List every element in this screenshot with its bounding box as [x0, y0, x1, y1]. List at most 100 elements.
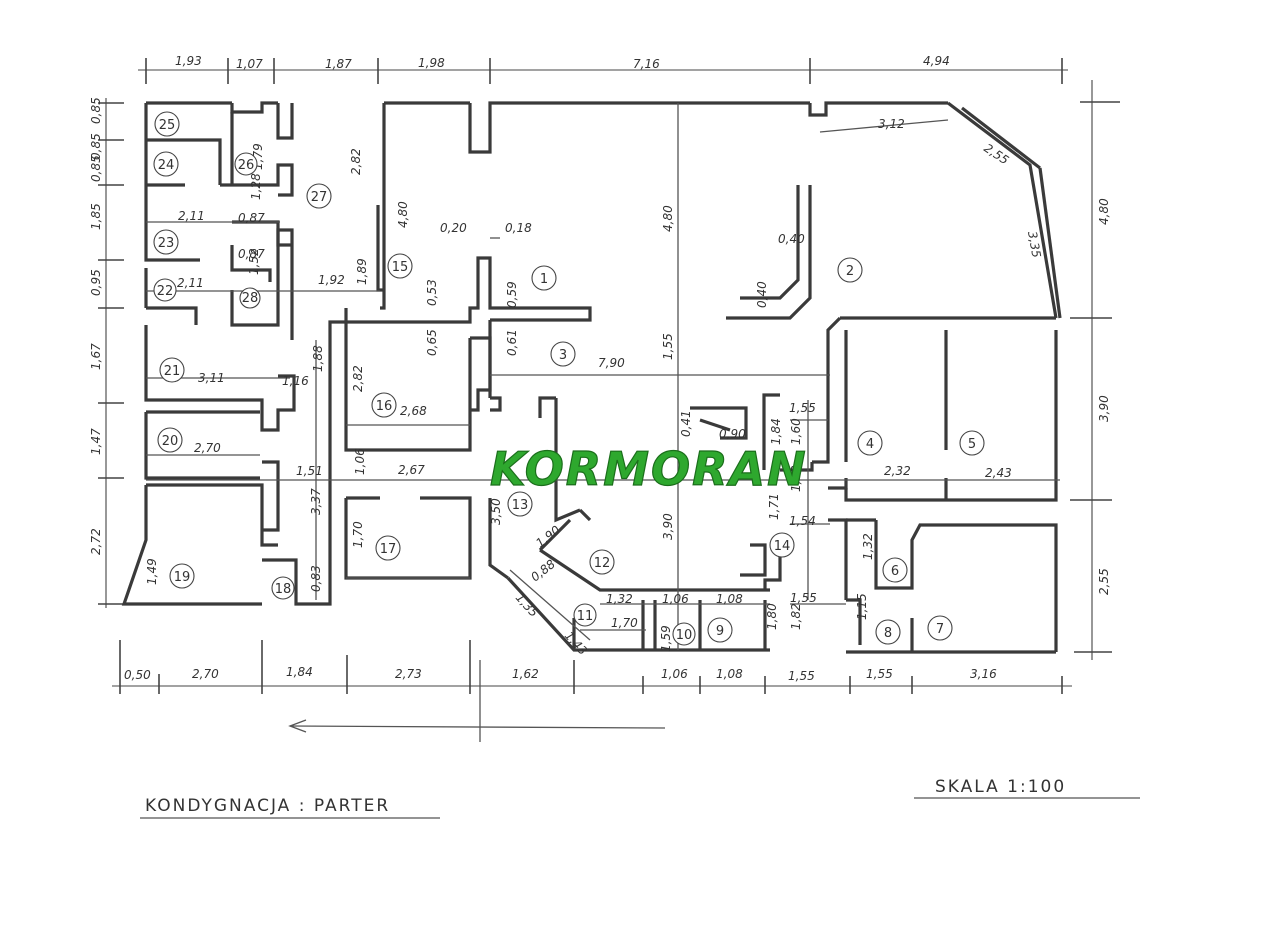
dim-right-3: 2,55 — [1097, 568, 1111, 595]
dim-top-1: 1,93 — [175, 54, 202, 68]
dim-bottom-7: 1,08 — [716, 667, 743, 681]
svg-text:1,80: 1,80 — [765, 603, 779, 630]
dim-top-4: 1,98 — [418, 56, 445, 70]
svg-text:4: 4 — [866, 437, 874, 452]
svg-text:1,32: 1,32 — [861, 533, 875, 560]
room-16: 16 — [371, 392, 397, 418]
dim-bottom-10: 3,16 — [970, 667, 997, 681]
svg-text:0,87: 0,87 — [238, 247, 265, 261]
svg-text:28: 28 — [242, 291, 259, 306]
dim-left-4: 1,85 — [89, 203, 103, 230]
svg-text:2,82: 2,82 — [349, 148, 363, 175]
svg-text:1,59: 1,59 — [659, 625, 673, 652]
svg-text:24: 24 — [158, 158, 175, 173]
svg-text:1,55: 1,55 — [789, 401, 816, 415]
dim-left-6: 1,67 — [89, 343, 103, 370]
svg-text:21: 21 — [164, 364, 181, 379]
svg-text:2,67: 2,67 — [398, 463, 425, 477]
svg-text:5: 5 — [968, 437, 976, 452]
svg-text:1,55: 1,55 — [790, 591, 817, 605]
svg-text:26: 26 — [238, 158, 255, 173]
room-13: 13 — [507, 491, 533, 517]
svg-text:1,35: 1,35 — [513, 591, 541, 620]
svg-text:15: 15 — [392, 260, 409, 275]
svg-text:18: 18 — [275, 582, 292, 597]
dim-bottom-4: 2,73 — [395, 667, 422, 681]
room-5: 5 — [959, 430, 985, 456]
svg-text:1: 1 — [540, 272, 548, 287]
svg-text:1,70: 1,70 — [351, 521, 365, 548]
svg-text:1,49: 1,49 — [145, 558, 159, 585]
svg-text:7: 7 — [936, 622, 944, 637]
room-10: 10 — [672, 622, 696, 646]
room-20: 20 — [157, 427, 183, 453]
bottom-dimension-line — [112, 640, 1072, 742]
svg-text:1,06: 1,06 — [353, 448, 367, 475]
svg-text:8: 8 — [884, 626, 892, 641]
svg-text:2,70: 2,70 — [194, 441, 221, 455]
svg-text:3,37: 3,37 — [309, 488, 323, 515]
room-26: 26 — [234, 152, 258, 176]
watermark-kormoran: KORMORAN — [490, 442, 808, 496]
svg-text:2,82: 2,82 — [351, 365, 365, 392]
svg-text:0,83: 0,83 — [309, 565, 323, 592]
scale-label: SKALA 1:100 — [935, 777, 1066, 797]
room-1: 1 — [531, 265, 557, 291]
svg-text:16: 16 — [376, 399, 393, 414]
svg-text:13: 13 — [512, 498, 529, 513]
dim-bottom-3: 1,84 — [286, 665, 313, 679]
svg-text:14: 14 — [774, 539, 791, 554]
svg-text:1,60: 1,60 — [789, 418, 803, 445]
room-25: 25 — [154, 111, 180, 137]
room-7: 7 — [927, 615, 953, 641]
dim-right-2: 3,90 — [1097, 395, 1111, 422]
dim-top-5: 7,16 — [633, 57, 660, 71]
svg-text:4,80: 4,80 — [396, 201, 410, 228]
svg-text:0,18: 0,18 — [505, 221, 532, 235]
svg-text:1,55: 1,55 — [661, 333, 675, 360]
room-15: 15 — [387, 253, 413, 279]
svg-text:9: 9 — [716, 624, 724, 639]
svg-text:0,40: 0,40 — [755, 281, 769, 308]
svg-text:0,20: 0,20 — [440, 221, 467, 235]
svg-text:19: 19 — [174, 570, 191, 585]
dim-bottom-9: 1,55 — [866, 667, 893, 681]
svg-text:2,11: 2,11 — [178, 209, 205, 223]
svg-text:1,15: 1,15 — [855, 593, 869, 620]
svg-text:2,68: 2,68 — [400, 404, 427, 418]
dim-top-6: 4,94 — [923, 54, 950, 68]
svg-text:1,73: 1,73 — [789, 465, 803, 492]
room-28: 28 — [239, 287, 261, 309]
direction-arrow — [288, 719, 666, 733]
svg-text:1,92: 1,92 — [318, 273, 345, 287]
svg-text:25: 25 — [159, 118, 176, 133]
room-24: 24 — [153, 151, 179, 177]
svg-text:20: 20 — [162, 434, 179, 449]
dim-bottom-8: 1,55 — [788, 669, 815, 683]
room-3: 3 — [550, 341, 576, 367]
room-numbers: 1 2 3 4 5 6 7 8 9 10 11 12 13 14 15 16 1… — [153, 111, 985, 646]
room-21: 21 — [159, 357, 185, 383]
svg-text:1,52: 1,52 — [247, 248, 261, 275]
top-dimension-line — [138, 58, 1068, 84]
dim-bottom-6: 1,06 — [661, 667, 688, 681]
svg-text:2,11: 2,11 — [177, 276, 204, 290]
svg-text:1,08: 1,08 — [716, 592, 743, 606]
svg-text:1,88: 1,88 — [311, 345, 325, 372]
dim-top-3: 1,87 — [325, 57, 352, 71]
svg-text:6: 6 — [891, 564, 899, 579]
svg-text:1,28: 1,28 — [249, 173, 263, 200]
svg-text:0,90: 0,90 — [719, 427, 746, 441]
room-12: 12 — [589, 549, 615, 575]
dim-left-5: 0,95 — [89, 269, 103, 296]
right-dimension-line — [1070, 80, 1120, 660]
dim-bottom-5: 1,62 — [512, 667, 539, 681]
dim-right-1: 4,80 — [1097, 198, 1111, 225]
dim-left-3: 0,85 — [89, 155, 103, 182]
svg-text:1,70: 1,70 — [611, 616, 638, 630]
svg-text:0,61: 0,61 — [505, 329, 519, 356]
dim-bottom-1: 0,50 — [124, 668, 151, 682]
svg-text:3,11: 3,11 — [198, 371, 225, 385]
svg-text:1,82: 1,82 — [789, 603, 803, 630]
